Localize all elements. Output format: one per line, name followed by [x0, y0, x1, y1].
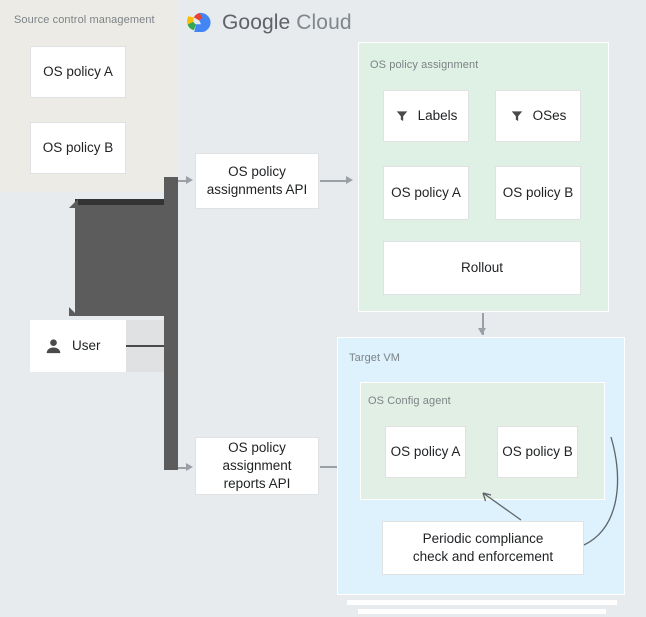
connector-bar-to-reports-api: [178, 467, 188, 469]
arrow-to-reports-api-icon: [186, 463, 193, 471]
scm-os-policy-b-node[interactable]: OS policy B: [30, 122, 126, 174]
filter-icon: [395, 109, 409, 123]
labels-filter-node[interactable]: Labels: [383, 90, 469, 142]
user-label: User: [72, 338, 101, 354]
agent-os-policy-a-label: OS policy A: [390, 444, 461, 460]
agent-os-policy-a-node[interactable]: OS policy A: [385, 426, 466, 478]
rollout-label: Rollout: [460, 260, 504, 276]
assignment-os-policy-a-node[interactable]: OS policy A: [383, 166, 469, 220]
filter-icon: [510, 109, 524, 123]
connector-assignment-to-vm: [482, 313, 484, 335]
oses-filter-node[interactable]: OSes: [495, 90, 581, 142]
user-node[interactable]: User: [30, 320, 126, 372]
google-cloud-logo-icon: [186, 12, 213, 35]
connector-assignments-api-to-panel: [320, 180, 348, 182]
source-control-management-title: Source control management: [14, 14, 155, 26]
drag-handle-top-icon[interactable]: [69, 199, 78, 208]
person-icon: [44, 337, 63, 356]
labels-filter-label: Labels: [417, 108, 458, 124]
drag-connector-bar[interactable]: [164, 177, 178, 470]
user-node-extension-line: [126, 345, 164, 347]
drag-handle-bottom-icon[interactable]: [69, 307, 78, 316]
os-policy-assignments-api-node[interactable]: OS policy assignments API: [195, 153, 319, 209]
scm-os-policy-a-node[interactable]: OS policy A: [30, 46, 126, 98]
brand-google-text: Google: [222, 11, 291, 34]
os-policy-assignment-reports-api-node[interactable]: OS policy assignment reports API: [195, 437, 319, 495]
target-vm-stack-bar-2: [358, 609, 606, 614]
assignment-os-policy-b-node[interactable]: OS policy B: [495, 166, 581, 220]
arrow-to-assignment-panel-icon: [346, 176, 353, 184]
periodic-compliance-node[interactable]: Periodic compliance check and enforcemen…: [382, 521, 584, 575]
os-config-agent-title: OS Config agent: [368, 395, 451, 407]
assignment-os-policy-b-label: OS policy B: [502, 185, 574, 201]
connector-bar-to-assignments-api: [178, 180, 188, 182]
drag-selection-overlay: [75, 199, 164, 316]
rollout-node[interactable]: Rollout: [383, 241, 581, 295]
agent-os-policy-b-node[interactable]: OS policy B: [497, 426, 578, 478]
agent-os-policy-b-label: OS policy B: [502, 444, 573, 460]
google-cloud-wordmark: Google Cloud: [222, 11, 352, 35]
brand-cloud-text: Cloud: [296, 11, 352, 34]
arrow-to-assignments-api-icon: [186, 176, 193, 184]
arrow-down-to-target-vm-icon: [478, 328, 486, 335]
scm-os-policy-b-label: OS policy B: [42, 140, 114, 156]
scm-os-policy-a-label: OS policy A: [43, 64, 113, 80]
target-vm-title: Target VM: [349, 352, 401, 364]
oses-filter-label: OSes: [532, 108, 567, 124]
assignment-os-policy-a-label: OS policy A: [391, 185, 461, 201]
connector-reports-api-to-vm: [320, 466, 340, 468]
os-policy-assignment-title: OS policy assignment: [370, 59, 479, 71]
google-cloud-logo: Google Cloud: [186, 11, 352, 35]
target-vm-stack-bar-1: [347, 600, 617, 605]
drag-selection-overlay-cap: [75, 199, 164, 205]
